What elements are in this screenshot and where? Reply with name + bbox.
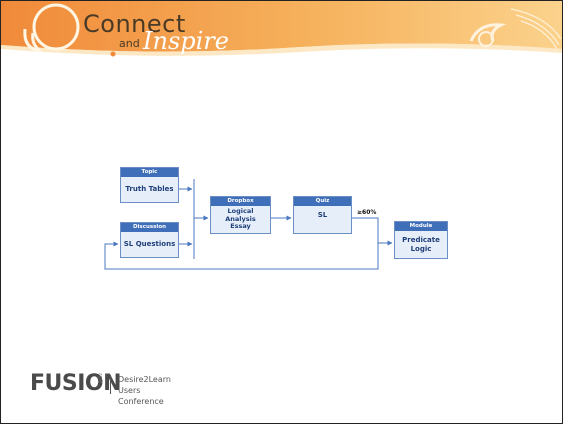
node-quiz-header: Quiz — [294, 197, 351, 206]
footer-conference: Desire2Learn Users Conference — [118, 374, 171, 407]
banner-swirl-curl — [23, 28, 42, 53]
node-dropbox-label: Logical Analysis Essay — [225, 207, 256, 231]
edge-quiz-to-module — [352, 217, 393, 246]
node-module-header: Module — [395, 222, 447, 231]
node-quiz: Quiz SL — [293, 196, 352, 234]
footer-line-2: Users Conference — [118, 386, 164, 406]
edge-loop-back — [104, 241, 379, 270]
brand-inspire: Inspire — [143, 27, 229, 55]
edge-label-threshold: ≥60% — [357, 209, 377, 216]
node-topic-header: Topic — [121, 168, 178, 177]
fusion-logo-year: 2012 — [98, 373, 103, 384]
banner-dot — [110, 51, 116, 57]
node-dropbox: Dropbox Logical Analysis Essay — [210, 196, 271, 234]
node-dropbox-header: Dropbox — [211, 197, 270, 206]
node-discussion-header: Discussion — [121, 223, 178, 232]
node-topic-label: Truth Tables — [125, 185, 174, 194]
banner-wave — [1, 43, 562, 56]
footer-separator — [110, 375, 111, 394]
node-discussion-label: SL Questions — [123, 240, 176, 249]
node-quiz-label: SL — [317, 211, 328, 219]
banner-ornament-circle — [478, 31, 494, 47]
node-module: Module Predicate Logic — [394, 221, 448, 259]
banner-lines — [510, 8, 562, 50]
brand-and: and — [119, 37, 140, 50]
node-topic: Topic Truth Tables — [120, 167, 179, 203]
fusion-logo-text: FUSION — [30, 371, 122, 396]
node-discussion: Discussion SL Questions — [120, 222, 179, 258]
banner-band — [1, 1, 562, 52]
brand-connect: Connect — [83, 10, 186, 38]
header-banner — [1, 1, 562, 57]
banner-swirl-circle — [32, 3, 80, 51]
footer-line-1: Desire2Learn — [118, 375, 171, 384]
node-module-label: Predicate Logic — [402, 236, 440, 253]
